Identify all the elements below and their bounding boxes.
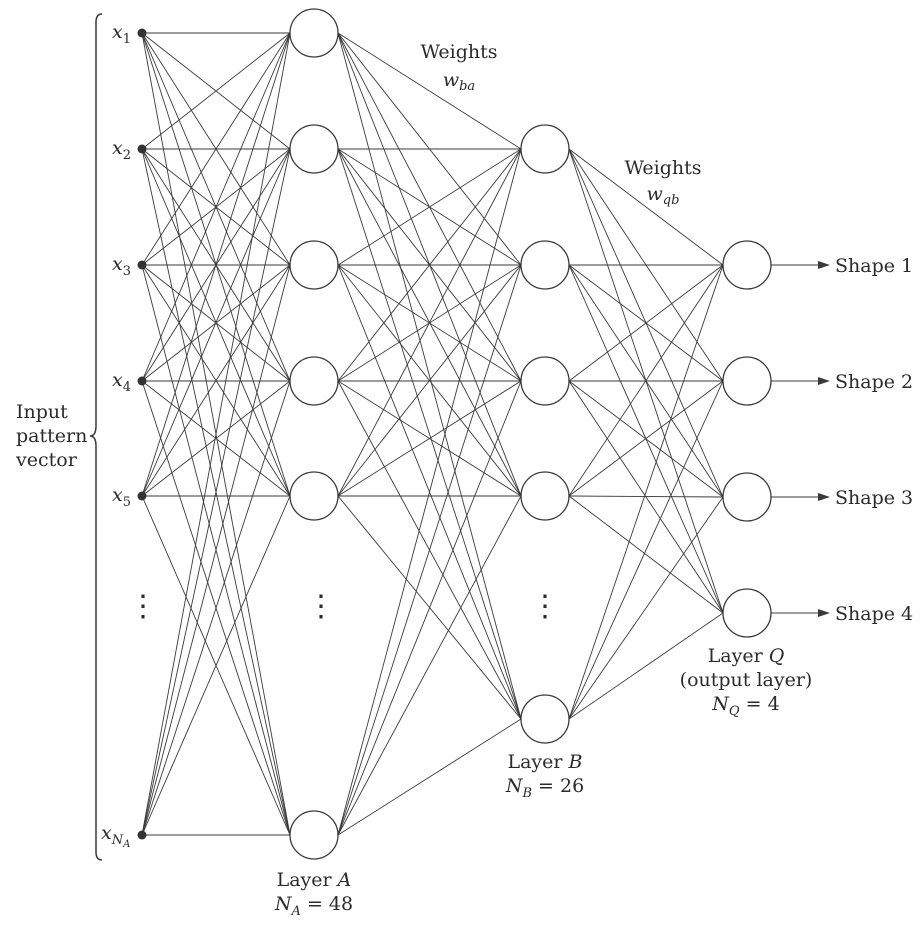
edge-input-to-a [141, 148, 291, 836]
edge-input-to-a [141, 380, 291, 497]
input-label-x2: x2 [112, 137, 131, 163]
edge-a-to-b [337, 32, 522, 150]
input-dot-3 [137, 260, 147, 270]
weights-qb-label: Weights [624, 157, 701, 179]
connection-lines [141, 32, 724, 836]
layer-q-subtitle: (output layer) [680, 669, 813, 691]
edge-a-to-b [337, 148, 522, 497]
layer-b-title: Layer B [507, 751, 582, 773]
output-label-shape-3: Shape 3 [835, 487, 913, 509]
layer-a-node-6 [289, 810, 339, 860]
edge-b-to-q [568, 264, 724, 720]
edge-b-to-q [568, 148, 724, 266]
edge-a-to-b [337, 32, 522, 720]
edge-b-to-q [568, 612, 724, 720]
layer-b-ellipsis: ⋮ [530, 589, 560, 624]
edge-input-to-a [141, 32, 291, 497]
weights-ba-symbol: wba [443, 69, 475, 94]
layer-q-node-1 [722, 240, 772, 290]
input-label-line-3: vector [15, 449, 78, 471]
edge-a-to-b [337, 264, 522, 836]
edge-b-to-q [568, 380, 724, 720]
input-dot-4 [137, 376, 147, 386]
edge-b-to-q [568, 264, 724, 497]
edge-a-to-b [337, 148, 522, 836]
layer-b-node-3 [520, 356, 570, 406]
edge-a-to-b [337, 148, 522, 382]
input-dot-1 [137, 28, 147, 38]
arrow-head-icon [818, 261, 830, 269]
edge-b-to-q [568, 380, 724, 497]
layer-b-node-5 [520, 694, 570, 744]
edge-b-to-q [568, 264, 724, 382]
edge-a-to-b [337, 380, 522, 497]
output-label-shape-2: Shape 2 [835, 371, 913, 393]
layer-a-node-3 [289, 240, 339, 290]
layer-a-count: NA = 48 [274, 893, 353, 919]
edge-b-to-q [568, 496, 724, 720]
input-label-line-1: Input [16, 401, 68, 423]
layer-a-node-2 [289, 124, 339, 174]
edge-b-to-q [568, 495, 724, 498]
layer-b-node-4 [520, 471, 570, 521]
layer-a-node-1 [289, 8, 339, 58]
edge-b-to-q [568, 495, 724, 614]
arrow-head-icon [818, 493, 830, 501]
arrow-head-icon [818, 377, 830, 385]
weights-ba-label: Weights [420, 41, 497, 63]
edge-a-to-b [337, 718, 522, 836]
edge-a-to-b [337, 264, 522, 497]
edge-input-to-a [141, 32, 291, 836]
edge-b-to-q [568, 380, 724, 614]
input-label-xna: xNA [101, 822, 130, 850]
weights-qb-symbol: wqb [647, 183, 680, 208]
input-label-x5: x5 [112, 484, 131, 510]
edge-input-to-a [141, 264, 291, 836]
layer-q-node-2 [722, 356, 772, 406]
edge-input-to-a [141, 32, 291, 266]
layer-q-count: NQ = 4 [711, 693, 779, 719]
input-label-line-2: pattern [16, 425, 87, 447]
edge-input-to-a [141, 148, 291, 497]
edge-input-to-a [141, 264, 291, 497]
arrow-head-icon [818, 609, 830, 617]
output-label-shape-1: Shape 1 [835, 255, 913, 277]
edge-input-to-a [141, 32, 291, 150]
layer-q-node-4 [722, 588, 772, 638]
input-dot-5 [137, 491, 147, 501]
edge-input-to-a [141, 380, 291, 836]
edge-a-to-b [337, 148, 522, 266]
layer-b-count: NB = 26 [505, 775, 584, 801]
input-ellipsis: ⋮ [128, 589, 158, 624]
neuron-nodes [137, 8, 772, 860]
input-brace [89, 13, 103, 861]
edge-a-to-b [337, 495, 522, 836]
output-label-shape-4: Shape 4 [835, 603, 913, 625]
edge-input-to-a [141, 32, 291, 382]
layer-b-node-1 [520, 124, 570, 174]
layer-b-node-2 [520, 240, 570, 290]
layer-q-node-3 [722, 472, 772, 522]
edge-a-to-b [337, 380, 522, 836]
layer-a-node-5 [289, 471, 339, 521]
layer-a-node-4 [289, 356, 339, 406]
input-label-x3: x3 [112, 253, 131, 279]
layer-q-title: Layer Q [708, 645, 785, 667]
input-label-x4: x4 [112, 369, 131, 395]
edge-a-to-b [337, 148, 522, 720]
edge-input-to-a [141, 495, 291, 836]
layer-a-title: Layer A [277, 869, 352, 891]
input-dot-2 [137, 144, 147, 154]
input-label-x1: x1 [112, 21, 131, 47]
input-dot-6 [137, 830, 147, 840]
output-arrows [771, 261, 830, 617]
layer-a-ellipsis: ⋮ [306, 589, 336, 624]
